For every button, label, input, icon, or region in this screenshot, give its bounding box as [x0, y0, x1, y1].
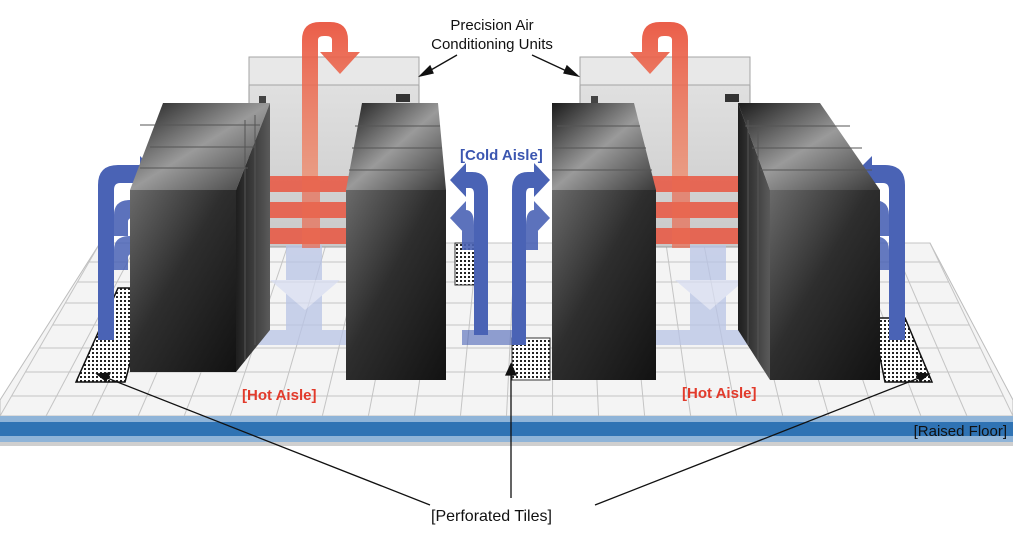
rack-row-3 [552, 103, 656, 380]
cold-aisle-label: [Cold Aisle] [460, 147, 543, 164]
crac-units-label: Precision Air Conditioning Units [412, 16, 572, 54]
hot-aisle-label-right: [Hot Aisle] [682, 385, 756, 402]
raised-floor-label: [Raised Floor] [914, 423, 1007, 440]
hot-aisle-label-left: [Hot Aisle] [242, 387, 316, 404]
rack-row-1 [130, 103, 270, 372]
raised-floor-band [0, 416, 1013, 446]
perforated-tiles-label: [Perforated Tiles] [431, 508, 552, 526]
rack-row-2 [346, 103, 446, 380]
rack-row-4 [738, 103, 880, 380]
